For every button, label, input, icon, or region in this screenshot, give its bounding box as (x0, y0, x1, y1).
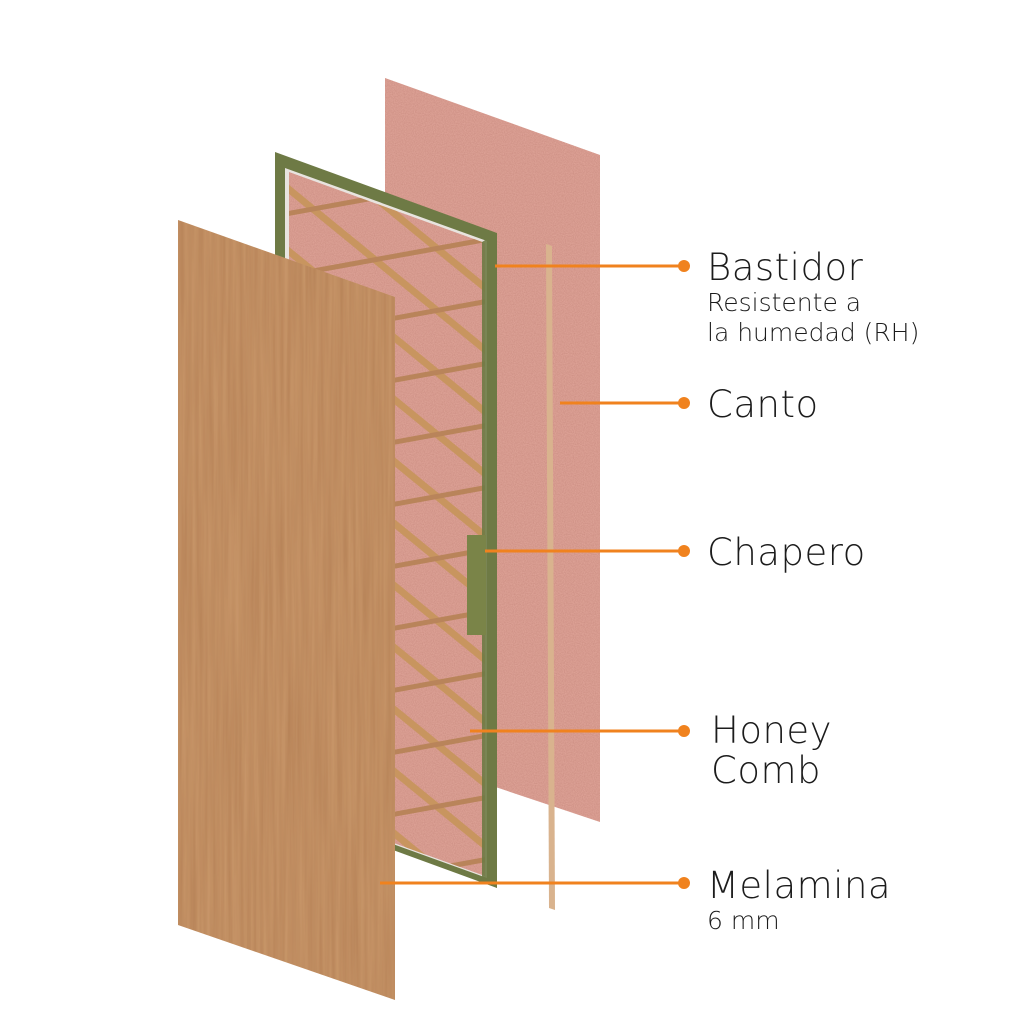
leader-dot-melamina (678, 877, 690, 889)
label-bastidor: Bastidor Resistente a la humedad (RH) (707, 248, 919, 348)
leader-dot-canto (678, 397, 690, 409)
honeycomb-slat (290, 854, 485, 876)
label-honeycomb-line-2: Comb (711, 749, 822, 792)
label-bastidor-sub-1: Resistente a (707, 288, 862, 317)
leader-dot-chapero (678, 545, 690, 557)
label-bastidor-title: Bastidor (707, 246, 864, 289)
label-honeycomb-line-1: Honey (711, 709, 833, 752)
label-canto: Canto (707, 383, 819, 426)
label-chapero: Chapero (707, 531, 866, 574)
label-melamina: Melamina 6 mm (707, 866, 891, 936)
label-bastidor-sub-2: la humedad (RH) (707, 318, 920, 347)
label-honeycomb: Honey Comb (711, 711, 832, 791)
honeycomb-slat (280, 150, 297, 153)
label-melamina-sub: 6 mm (707, 906, 780, 935)
leader-dot-honeycomb (678, 725, 690, 737)
leader-lines (380, 260, 690, 889)
leader-dot-bastidor (678, 260, 690, 272)
melamina-panel (178, 220, 395, 1000)
chapero-block (467, 535, 486, 635)
canto-edge-strip (546, 244, 555, 910)
label-melamina-title: Melamina (707, 864, 892, 907)
honeycomb-slat (289, 179, 485, 365)
